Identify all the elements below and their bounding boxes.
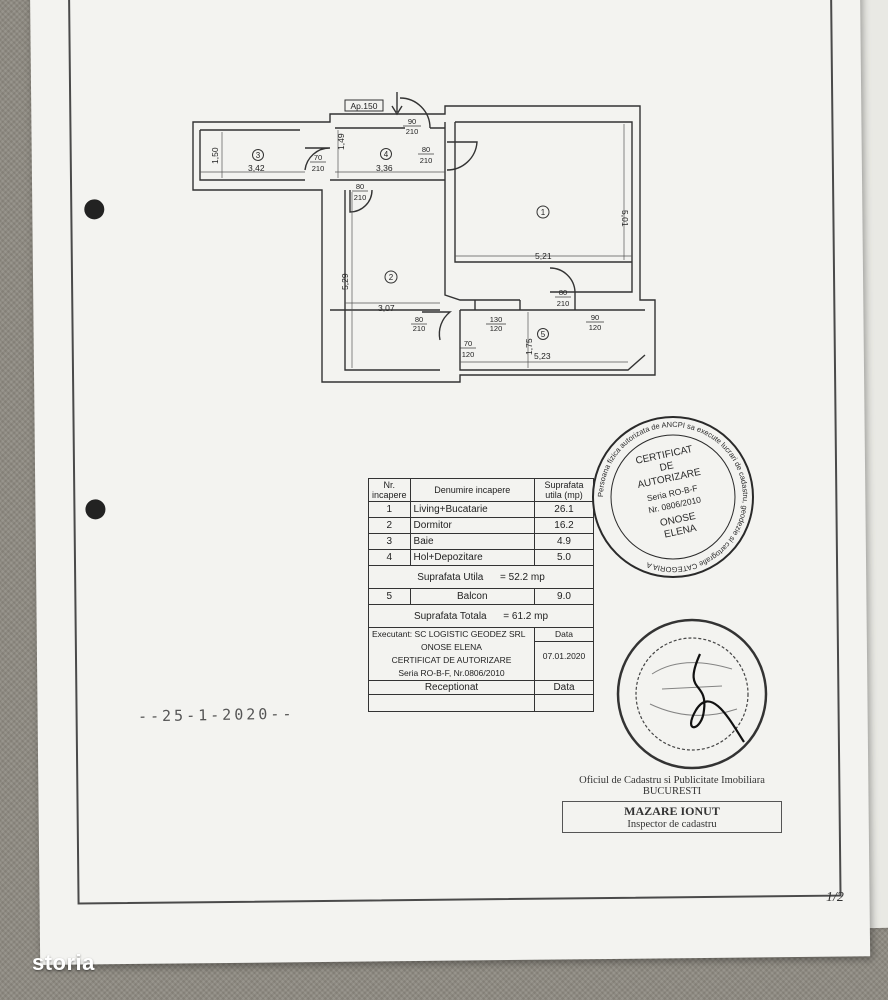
corner-mark: 1/2 [826, 890, 844, 905]
table-row: 1 Living+Bucatarie 26.1 [368, 501, 594, 518]
table-row: 3 Baie 4.9 [368, 533, 594, 550]
opening-4-h: 210 [354, 193, 367, 202]
row-area: 4.9 [534, 533, 594, 550]
dim-521: 5,21 [535, 251, 552, 261]
opening-6-w: 80 [415, 315, 423, 324]
handwritten-date: --25-1-2020-- [137, 704, 295, 726]
official-stamp: Oficiul de Cadastru si Publicitate Imobi… [562, 775, 782, 833]
opening-5-w: 80 [559, 288, 567, 297]
dim-149: 1,49 [336, 133, 346, 150]
executant-line1: Executant: SC LOGISTIC GEODEZ SRL [372, 629, 526, 639]
executant-line4: Seria RO-B-F, Nr.0806/2010 [398, 668, 505, 678]
row-nr: 1 [368, 501, 411, 518]
apartment-label: Ap.150 [351, 101, 378, 111]
room-4-label: 4 [384, 150, 389, 159]
data-label: Data [535, 628, 593, 642]
room-1-label: 1 [541, 208, 546, 217]
balcon-area: 9.0 [534, 588, 594, 605]
official-box: MAZARE IONUT Inspector de cadastru [562, 801, 782, 833]
table-row: 2 Dormitor 16.2 [368, 517, 594, 534]
util-label: Suprafata Utila [417, 571, 484, 583]
table-row: 4 Hol+Depozitare 5.0 [368, 549, 594, 566]
row-nr: 2 [368, 517, 411, 534]
dim-307: 3,07 [378, 303, 395, 313]
dim-529: 5,29 [340, 273, 350, 290]
row-area: 16.2 [534, 517, 594, 534]
row-name: Baie [409, 533, 536, 550]
signature [690, 653, 745, 743]
room-2-label: 2 [389, 273, 394, 282]
opening-1-h: 210 [406, 127, 419, 136]
dim-150: 1,50 [210, 147, 220, 164]
cadastre-stamp [616, 618, 768, 770]
official-line4: Inspector de cadastru [627, 819, 717, 830]
header-area: Suprafata [544, 480, 584, 490]
executant-line2: ONOSE ELENA [421, 642, 482, 652]
receptionat-row: Receptionat Data [368, 680, 594, 712]
opening-3-h: 210 [420, 156, 433, 165]
opening-1-w: 90 [408, 117, 416, 126]
brand-watermark: storia [32, 950, 95, 975]
dim-342: 3,42 [248, 163, 265, 173]
header-nr2: incapere [372, 490, 407, 500]
certification-stamp: Persoana fizica autorizata de ANCPI sa e… [592, 416, 754, 578]
header-nr: Nr. [383, 480, 396, 490]
util-value: = 52.2 mp [500, 571, 545, 583]
total-value: = 61.2 mp [503, 610, 549, 622]
executant-line3: CERTIFICAT DE AUTORIZARE [391, 655, 512, 665]
total-label: Suprafata Totala [413, 610, 487, 622]
balcon-nr: 5 [368, 588, 411, 605]
official-line3: MAZARE IONUT [624, 804, 720, 818]
opening-4-w: 80 [356, 182, 364, 191]
opening-9-h: 120 [462, 350, 475, 359]
opening-8-w: 90 [591, 313, 599, 322]
opening-8-h: 120 [589, 323, 602, 332]
data-label-2: Data [535, 681, 593, 695]
receptionat-label: Receptionat [369, 681, 534, 695]
row-name: Hol+Depozitare [409, 549, 536, 566]
total-row: Suprafata Totala = 61.2 mp [368, 604, 594, 628]
row-nr: 4 [368, 549, 411, 566]
util-row: Suprafata Utila = 52.2 mp [368, 565, 594, 589]
row-nr: 3 [368, 533, 411, 550]
official-line1: Oficiul de Cadastru si Publicitate Imobi… [579, 775, 765, 786]
opening-6-h: 210 [413, 324, 426, 333]
header-name: Denumire incapere [409, 478, 536, 502]
balcon-name: Balcon [409, 588, 536, 605]
executant-row: Executant: SC LOGISTIC GEODEZ SRL ONOSE … [368, 627, 594, 681]
opening-5-h: 210 [557, 299, 570, 308]
stamp-line2: DE [659, 460, 675, 474]
dim-523: 5,23 [534, 351, 551, 361]
row-area: 5.0 [534, 549, 594, 566]
opening-7-h: 120 [490, 324, 503, 333]
dim-501: 5,01 [620, 210, 630, 227]
row-area: 26.1 [534, 501, 594, 518]
dim-336: 3,36 [376, 163, 393, 173]
row-name: Dormitor [409, 517, 536, 534]
row-name: Living+Bucatarie [409, 501, 536, 518]
opening-7-w: 130 [490, 315, 503, 324]
header-area2: utila (mp) [545, 490, 583, 500]
opening-2-h: 210 [312, 164, 325, 173]
official-line2: BUCURESTI [642, 786, 702, 797]
opening-3-w: 80 [422, 145, 430, 154]
dim-175: 1,75 [524, 338, 534, 355]
opening-9-w: 70 [464, 339, 472, 348]
opening-2-w: 70 [314, 153, 322, 162]
room-5-label: 5 [541, 330, 546, 339]
room-3-label: 3 [256, 151, 261, 160]
balcon-row: 5 Balcon 9.0 [368, 588, 594, 605]
data-value: 07.01.2020 [542, 651, 586, 661]
